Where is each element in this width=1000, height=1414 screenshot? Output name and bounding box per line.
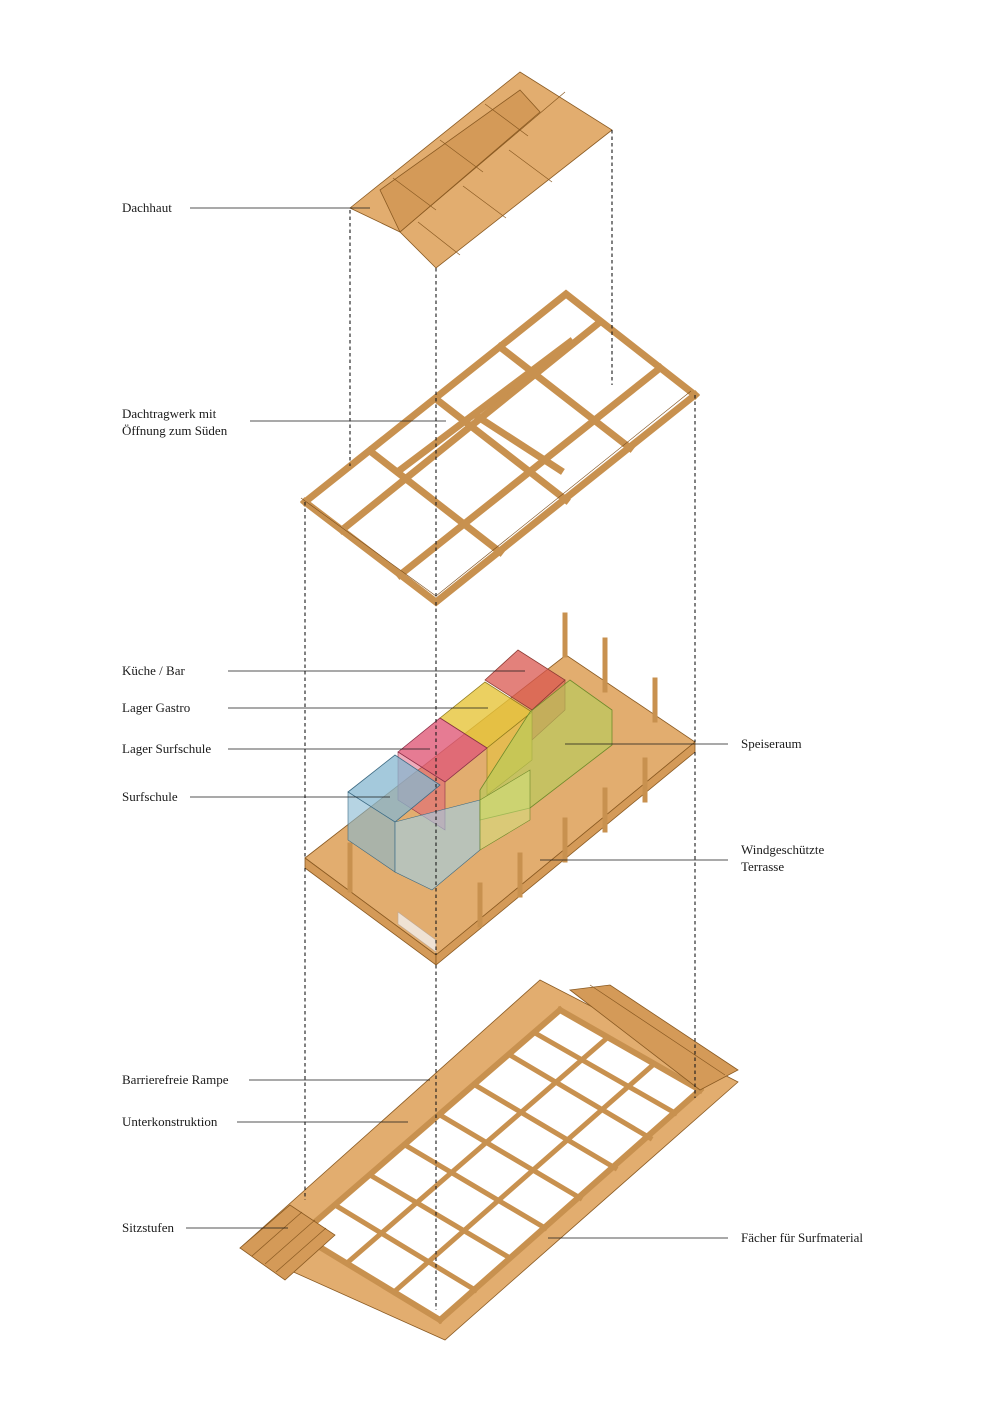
leader-lines (186, 207, 728, 1239)
label-kueche-bar: Küche / Bar (122, 663, 185, 678)
label-speiseraum: Speiseraum (741, 736, 802, 751)
alignment-lines (304, 130, 696, 1310)
label-terrasse-line1: Windgeschützte (741, 842, 824, 857)
label-sitzstufen: Sitzstufen (122, 1220, 174, 1235)
roof-structure (300, 289, 700, 607)
label-terrasse-line2: Terrasse (741, 859, 784, 874)
label-dachtragwerk-line2: Öffnung zum Süden (122, 423, 228, 438)
label-lager-surfschule: Lager Surfschule (122, 741, 211, 756)
rooms (347, 649, 613, 891)
label-dachtragwerk-line1: Dachtragwerk mit (122, 406, 217, 421)
label-lager-gastro: Lager Gastro (122, 700, 190, 715)
label-dachhaut: Dachhaut (122, 200, 172, 215)
label-unterkonstruktion: Unterkonstruktion (122, 1114, 218, 1129)
label-rampe: Barrierefreie Rampe (122, 1072, 229, 1087)
label-surfschule: Surfschule (122, 789, 178, 804)
labels: Dachhaut Dachtragwerk mit Öffnung zum Sü… (122, 200, 863, 1245)
substructure (239, 979, 739, 1341)
roof-skin (349, 71, 613, 269)
label-faecher: Fächer für Surfmaterial (741, 1230, 863, 1245)
